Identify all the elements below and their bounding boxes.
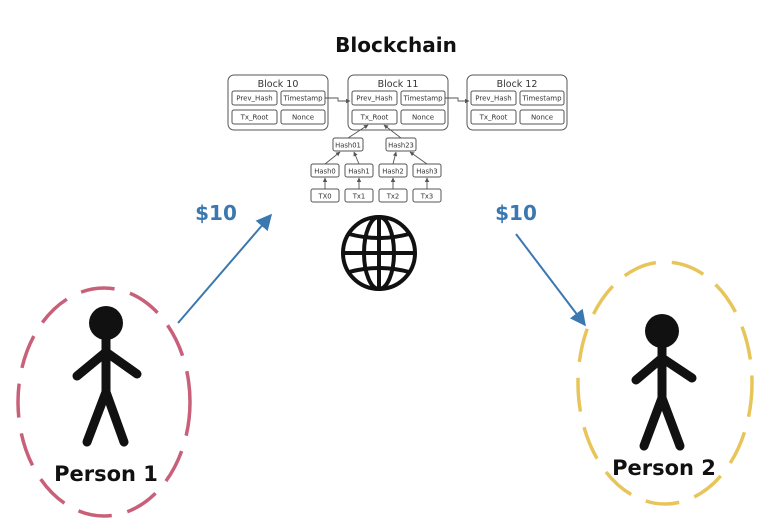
merkle-edge: [409, 151, 428, 165]
block-label: Block 10: [258, 79, 299, 90]
merkle-edge: [324, 151, 341, 165]
tx0-label: TX0: [317, 193, 331, 201]
block-label: Block 12: [497, 79, 538, 90]
stick-figure-icon: [631, 314, 697, 451]
nonce-field: Nonce: [292, 114, 314, 122]
person-2-ellipse: [576, 260, 754, 506]
block-10: Block 10 Prev_Hash Timestamp Tx_Root Non…: [227, 74, 329, 131]
merkle-edge: [383, 124, 402, 139]
prev-hash-field: Prev_Hash: [356, 95, 392, 103]
outgoing-amount: $10: [495, 201, 537, 225]
incoming-amount: $10: [195, 201, 237, 225]
tx2-label: Tx2: [386, 193, 400, 201]
timestamp-field: Timestamp: [282, 95, 323, 103]
diagram-title: Blockchain: [335, 33, 457, 57]
nonce-field: Nonce: [531, 114, 553, 122]
nonce-field: Nonce: [412, 114, 434, 122]
stick-figure-icon: [72, 306, 142, 447]
hash2-label: Hash2: [382, 168, 403, 176]
merkle-edge: [347, 124, 369, 139]
prev-hash-field: Prev_Hash: [475, 95, 511, 103]
chain-link: [325, 97, 351, 104]
person-1: Person 1: [16, 286, 192, 518]
person-1-ellipse: [16, 286, 192, 518]
hash3-label: Hash3: [416, 168, 437, 176]
timestamp-field: Timestamp: [521, 95, 562, 103]
hash0-label: Hash0: [314, 168, 335, 176]
hash01-label: Hash01: [335, 142, 361, 150]
tx-root-field: Tx_Root: [240, 114, 269, 122]
person-2-label: Person 2: [612, 456, 716, 480]
prev-hash-field: Prev_Hash: [236, 95, 272, 103]
outgoing-transfer-arrow: [515, 233, 586, 327]
tx-root-field: Tx_Root: [479, 114, 508, 122]
merkle-edge: [353, 151, 360, 165]
merkle-edge: [392, 151, 398, 165]
tx-root-field: Tx_Root: [360, 114, 389, 122]
incoming-transfer-arrow: [177, 213, 273, 324]
block-11: Block 11 Prev_Hash Timestamp Tx_Root Non…: [347, 74, 449, 131]
chain-link: [445, 97, 470, 104]
block-12: Block 12 Prev_Hash Timestamp Tx_Root Non…: [466, 74, 568, 131]
tx3-label: Tx3: [420, 193, 434, 201]
timestamp-field: Timestamp: [402, 95, 443, 103]
block-label: Block 11: [378, 79, 419, 90]
person-1-label: Person 1: [54, 462, 158, 486]
person-2: Person 2: [576, 260, 754, 506]
tx1-label: Tx1: [352, 193, 366, 201]
hash23-label: Hash23: [388, 142, 414, 150]
globe-icon: [341, 215, 417, 291]
hash1-label: Hash1: [348, 168, 369, 176]
